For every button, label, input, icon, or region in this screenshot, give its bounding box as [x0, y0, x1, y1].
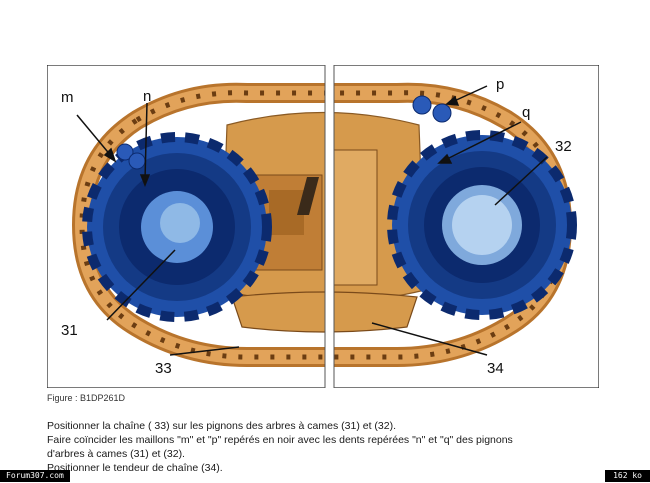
file-size-badge: 162 ko: [605, 470, 650, 482]
camshaft-sprocket-right: [387, 130, 577, 320]
timing-chain: [71, 82, 573, 367]
figure-caption: Figure : B1DP261D: [47, 393, 126, 403]
label-p: p: [496, 76, 504, 93]
label-m: m: [61, 89, 74, 106]
site-badge[interactable]: Forum307.com: [0, 470, 70, 482]
center-divider: [325, 65, 334, 388]
instruction-line-1: Positionner la chaîne ( 33) sur les pign…: [47, 420, 397, 432]
engine-body: [220, 111, 426, 304]
marked-link-p: [412, 95, 452, 123]
instruction-line-4: Positionner le tendeur de chaîne (34).: [47, 462, 223, 474]
leader-lines: [76, 85, 548, 356]
label-31: 31: [61, 322, 78, 339]
instruction-line-2: Faire coïncider les maillons "m" et "p" …: [47, 434, 513, 446]
label-34: 34: [487, 360, 504, 377]
label-n: n: [143, 88, 151, 105]
timing-chain-diagram: m n p q 32 31 33 34: [47, 65, 599, 388]
camshaft-sprocket-left: [82, 132, 272, 322]
label-32: 32: [555, 138, 572, 155]
label-q: q: [522, 104, 530, 121]
instruction-line-3: d'arbres à cames (31) et (32).: [47, 448, 185, 460]
marked-link-m: [116, 143, 146, 170]
label-33: 33: [155, 360, 172, 377]
